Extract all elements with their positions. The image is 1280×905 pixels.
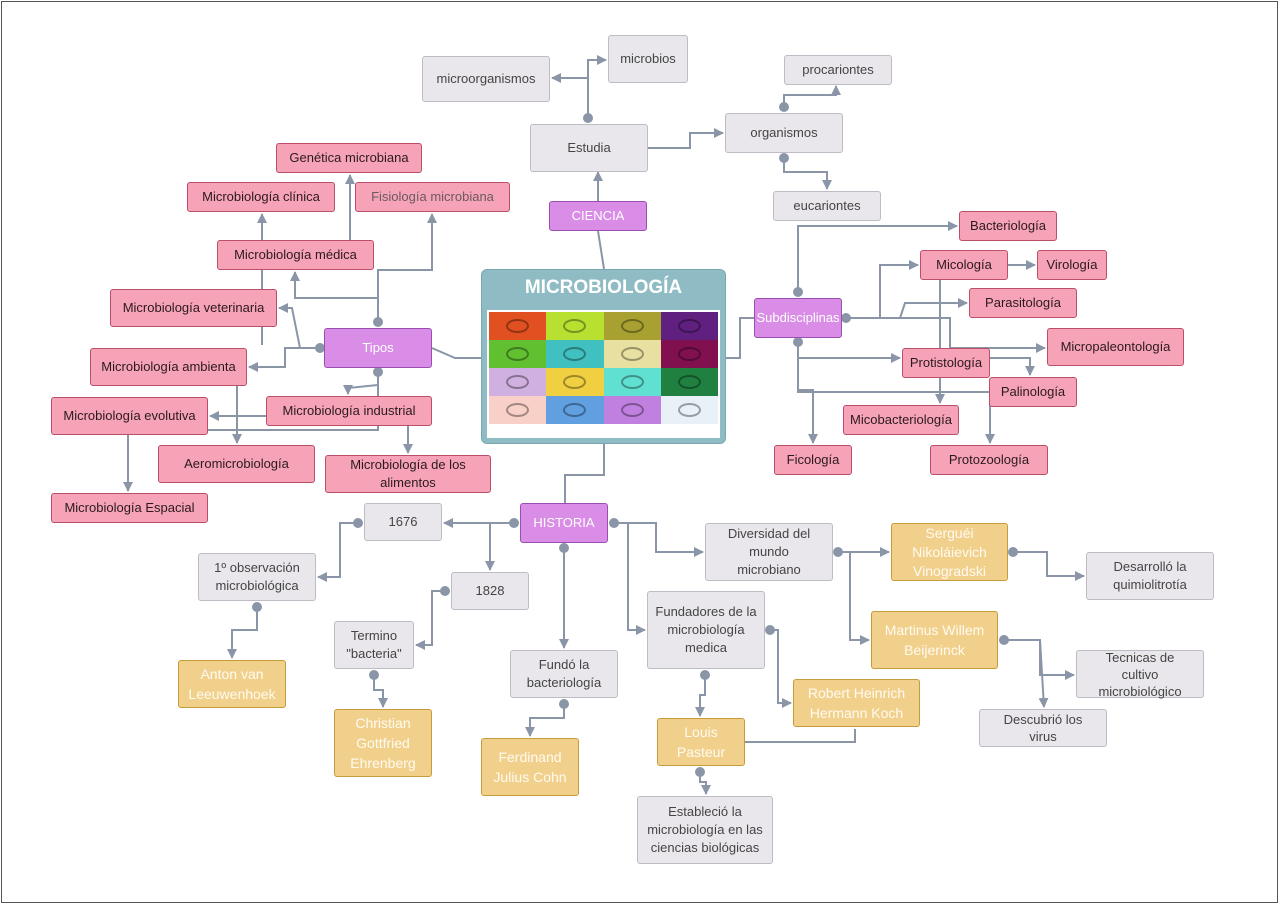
microbe-cell	[546, 368, 604, 396]
node-historia-item[interactable]: Tecnicas de cultivo microbiológico	[1076, 650, 1204, 699]
node-subdisciplina[interactable]: Protozoología	[930, 445, 1048, 475]
microbe-shape	[506, 347, 530, 361]
node-historia-item[interactable]: Estableció la microbiología en las cienc…	[637, 796, 773, 864]
microbe-cell	[603, 396, 661, 424]
microbes-illustration	[487, 310, 720, 438]
microbe-cell	[603, 340, 661, 368]
microbe-cell	[660, 312, 718, 340]
node-procariontes[interactable]: procariontes	[784, 55, 892, 85]
microbe-cell	[660, 340, 718, 368]
microbe-cell	[546, 340, 604, 368]
microbe-cell	[489, 396, 547, 424]
node-microbios[interactable]: microbios	[608, 35, 688, 83]
node-subdisciplina[interactable]: Micobacteriología	[843, 405, 959, 435]
microbe-cell	[603, 312, 661, 340]
microbe-cell	[546, 312, 604, 340]
microbe-cell	[546, 396, 604, 424]
node-tipo[interactable]: Genética microbiana	[276, 143, 422, 173]
microbe-shape	[506, 403, 530, 417]
microbe-shape	[620, 347, 644, 361]
node-year-1828[interactable]: 1828	[451, 572, 529, 610]
node-subdisciplina[interactable]: Micropaleontología	[1047, 328, 1184, 366]
node-tipo[interactable]: Microbiología ambienta	[90, 348, 247, 386]
image-footer	[489, 424, 718, 436]
microbe-cell	[489, 340, 547, 368]
node-subdisciplina[interactable]: Micología	[920, 250, 1008, 280]
node-subdisciplina[interactable]: Ficología	[774, 445, 852, 475]
node-person[interactable]: Robert Heinrich Hermann Koch	[793, 679, 920, 727]
microbe-shape	[563, 403, 587, 417]
node-historia[interactable]: HISTORIA	[520, 503, 608, 543]
microbe-shape	[677, 403, 701, 417]
microbe-shape	[620, 319, 644, 333]
node-tipos[interactable]: Tipos	[324, 328, 432, 368]
node-tipo[interactable]: Microbiología veterinaria	[110, 289, 277, 327]
microbe-cell	[489, 368, 547, 396]
microbe-shape	[620, 375, 644, 389]
node-subdisciplina[interactable]: Parasitología	[969, 288, 1077, 318]
microbe-shape	[620, 403, 644, 417]
node-person[interactable]: Ferdinand Julius Cohn	[481, 738, 579, 796]
node-person[interactable]: Serguéi Nikoláievich Vinogradski	[891, 523, 1008, 581]
node-subdisciplina[interactable]: Palinología	[989, 377, 1077, 407]
node-organismos[interactable]: organismos	[725, 113, 843, 153]
node-subdisciplina[interactable]: Protistología	[902, 348, 990, 378]
node-person[interactable]: Martinus Willem Beijerinck	[871, 611, 998, 669]
node-tipo[interactable]: Microbiología clínica	[187, 182, 335, 212]
microbe-shape	[677, 347, 701, 361]
node-ciencia[interactable]: CIENCIA	[549, 201, 647, 231]
node-eucariontes[interactable]: eucariontes	[773, 191, 881, 221]
node-historia-item[interactable]: Termino "bacteria"	[334, 621, 414, 669]
node-tipo[interactable]: Microbiología evolutiva	[51, 397, 208, 435]
node-historia-item[interactable]: Diversidad del mundo microbiano	[705, 523, 833, 581]
node-subdisciplina[interactable]: Bacteriología	[959, 211, 1057, 241]
node-tipo[interactable]: Microbiología médica	[217, 240, 374, 270]
node-estudia[interactable]: Estudia	[530, 124, 648, 172]
node-subdisciplina[interactable]: Virología	[1037, 250, 1107, 280]
microbe-cell	[660, 368, 718, 396]
microbe-shape	[563, 375, 587, 389]
node-historia-item[interactable]: Descubrió los virus	[979, 709, 1107, 747]
node-historia-item[interactable]: Fundadores de la microbiología medica	[647, 591, 765, 669]
node-tipo[interactable]: Microbiología Espacial	[51, 493, 208, 523]
node-person[interactable]: Christian Gottfried Ehrenberg	[334, 709, 432, 777]
node-historia-item[interactable]: 1º observación microbiológica	[198, 553, 316, 601]
microbe-shape	[506, 375, 530, 389]
node-year-1676[interactable]: 1676	[364, 503, 442, 541]
central-topic-microbiologia[interactable]: MICROBIOLOGÍA	[481, 269, 726, 444]
microbe-cell	[489, 312, 547, 340]
node-historia-item[interactable]: Desarrolló la quimiolitrotía	[1086, 552, 1214, 600]
node-tipo[interactable]: Fisiología microbiana	[355, 182, 510, 212]
node-historia-item[interactable]: Fundó la bacteriología	[510, 650, 618, 698]
microbe-cell	[660, 396, 718, 424]
node-subdisciplinas[interactable]: Subdisciplinas	[754, 298, 842, 338]
microbe-shape	[563, 347, 587, 361]
node-microorganismos[interactable]: microorganismos	[422, 56, 550, 102]
microbe-shape	[677, 375, 701, 389]
microbe-shape	[677, 319, 701, 333]
node-person[interactable]: Louis Pasteur	[657, 718, 745, 766]
node-tipo[interactable]: Aeromicrobiología	[158, 445, 315, 483]
node-tipo[interactable]: Microbiología industrial	[266, 396, 432, 426]
microbe-cell	[603, 368, 661, 396]
microbe-shape	[563, 319, 587, 333]
microbe-shape	[506, 319, 530, 333]
node-person[interactable]: Anton van Leeuwenhoek	[178, 660, 286, 708]
central-topic-title: MICROBIOLOGÍA	[524, 277, 683, 298]
node-tipo[interactable]: Microbiología de los alimentos	[325, 455, 491, 493]
